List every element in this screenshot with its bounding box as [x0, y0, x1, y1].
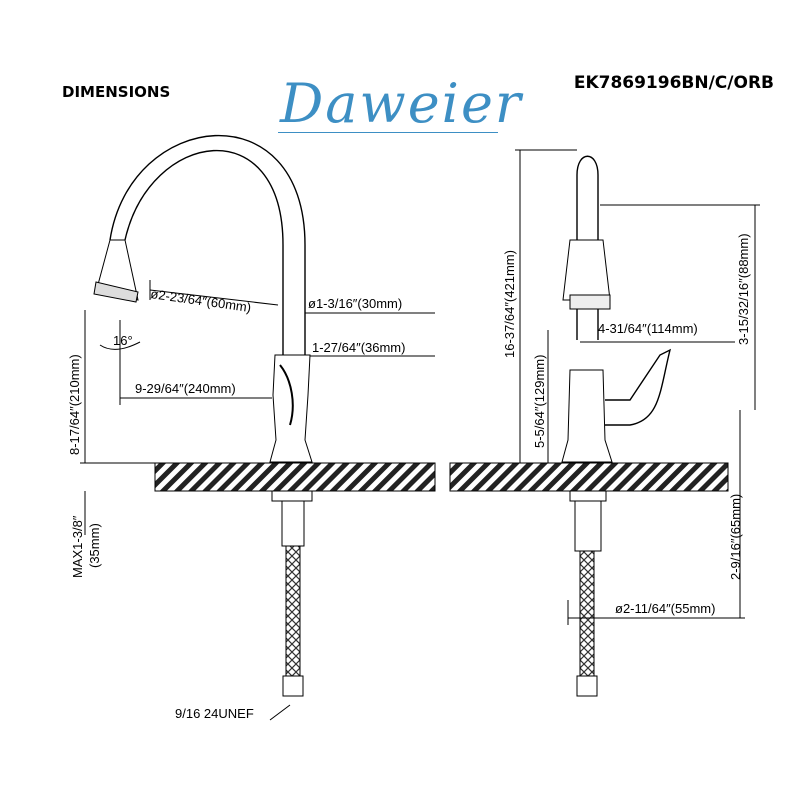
label-total-height: 16-37/64″(421mm) — [502, 250, 517, 358]
brand-logo: Daweier — [280, 72, 523, 135]
label-shank-length: 2-9/16″(65mm) — [728, 494, 743, 580]
faucet-body — [269, 354, 313, 463]
label-max-deck-mm: (35mm) — [87, 523, 102, 568]
label-body-diameter: 1-27/64″(36mm) — [312, 340, 405, 355]
hose-fitting-side — [576, 675, 598, 697]
label-spray-angle: 16° — [113, 333, 133, 348]
spray-head-side — [562, 239, 611, 301]
label-handle-reach: 4-31/64″(114mm) — [598, 321, 698, 336]
label-spray-diameter: ø2-23/64″(60mm) — [150, 286, 253, 315]
side-view — [449, 149, 760, 697]
label-handle-height: 5-5/64″(129mm) — [532, 355, 547, 448]
countertop-front — [154, 462, 436, 492]
spray-face — [93, 281, 139, 303]
shank-nut-side — [569, 490, 607, 502]
hose-fitting — [282, 675, 304, 697]
supply-hose-side — [579, 550, 595, 677]
spray-face-side — [569, 294, 611, 310]
label-spout-height: 8-17/64″(210mm) — [67, 354, 82, 455]
spout-outer — [124, 149, 284, 355]
shank — [281, 500, 305, 547]
front-view — [80, 134, 436, 721]
label-thread: 9/16 24UNEF — [175, 706, 254, 721]
label-max-deck: MAX1-3/8″ — [70, 515, 85, 578]
spout-side — [576, 155, 599, 340]
handle-front — [279, 364, 294, 426]
label-spout-diameter: ø1-3/16″(30mm) — [308, 296, 402, 311]
model-number: EK7869196BN/C/ORB — [573, 73, 774, 93]
label-base-diameter: ø2-11/64″(55mm) — [615, 601, 715, 616]
handle-side — [605, 348, 672, 426]
label-reach: 9-29/64″(240mm) — [135, 381, 236, 396]
logo-underline — [278, 132, 498, 133]
label-head-height: 3-15/32/16″(88mm) — [736, 233, 751, 345]
shank-side — [574, 500, 602, 552]
supply-hose — [285, 545, 301, 677]
faucet-body-side — [561, 369, 613, 463]
spout-inner — [109, 134, 306, 355]
shank-nut — [271, 490, 313, 502]
countertop-side — [449, 462, 729, 492]
page-title: DIMENSIONS — [62, 83, 171, 101]
